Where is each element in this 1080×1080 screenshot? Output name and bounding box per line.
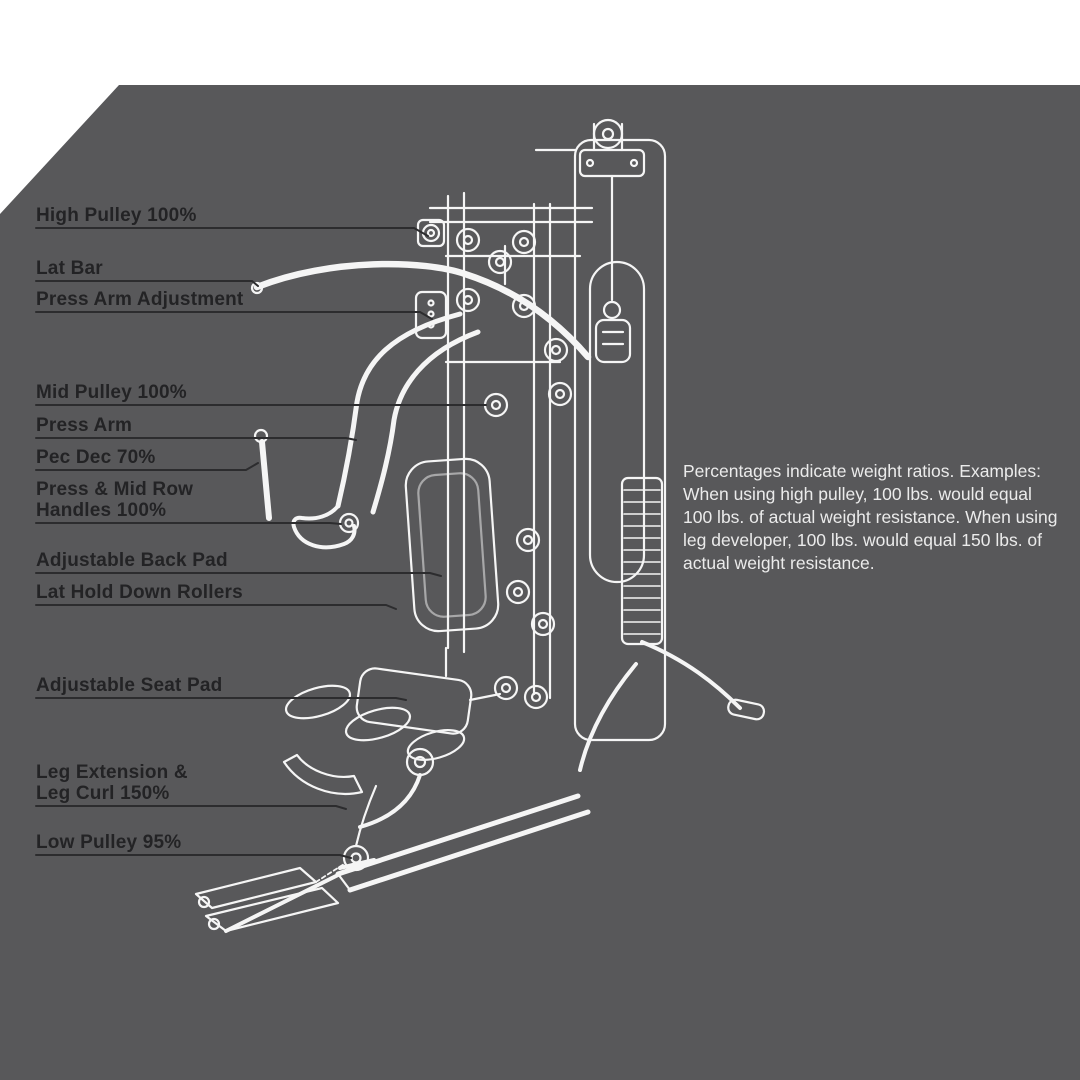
part-label-lat-bar: Lat Bar bbox=[36, 258, 103, 279]
part-label-adjustable-back-pad: Adjustable Back Pad bbox=[36, 550, 228, 571]
part-label-text: Press Arm Adjustment bbox=[36, 289, 244, 310]
leader-lines bbox=[35, 227, 487, 859]
part-label-text: Adjustable Back Pad bbox=[36, 550, 228, 571]
part-label-text: Leg Curl 150% bbox=[36, 783, 170, 804]
part-label-text: Press Arm bbox=[36, 415, 133, 436]
weight-ratio-note: Percentages indicate weight ratios. Exam… bbox=[683, 461, 1058, 574]
part-label-press-mid-row-handles: Press & Mid Row Handles 100% bbox=[36, 479, 193, 521]
part-label-lat-hold-down-rollers: Lat Hold Down Rollers bbox=[36, 582, 243, 603]
part-label-text: High Pulley 100% bbox=[36, 205, 197, 226]
part-label-text: Low Pulley 95% bbox=[36, 832, 182, 853]
part-label-mid-pulley: Mid Pulley 100% bbox=[36, 382, 187, 403]
part-label-low-pulley: Low Pulley 95% bbox=[36, 832, 181, 853]
part-label-text: Lat Hold Down Rollers bbox=[36, 582, 243, 603]
part-label-text: Pec Dec 70% bbox=[36, 447, 156, 468]
gym-machine-line-art bbox=[194, 118, 766, 933]
part-label-text: Adjustable Seat Pad bbox=[36, 675, 223, 696]
part-label-text: Leg Extension & bbox=[36, 762, 188, 783]
part-label-text: Mid Pulley 100% bbox=[36, 382, 187, 403]
part-label-press-arm: Press Arm bbox=[36, 415, 132, 436]
part-label-adjustable-seat-pad: Adjustable Seat Pad bbox=[36, 675, 222, 696]
part-label-text: Lat Bar bbox=[36, 258, 103, 279]
part-label-high-pulley: High Pulley 100% bbox=[36, 205, 197, 226]
part-label-press-arm-adjustment: Press Arm Adjustment bbox=[36, 289, 243, 310]
part-label-pec-dec: Pec Dec 70% bbox=[36, 447, 155, 468]
part-label-leg-extension-curl: Leg Extension & Leg Curl 150% bbox=[36, 762, 188, 804]
part-label-text: Press & Mid Row bbox=[36, 479, 194, 500]
part-label-text: Handles 100% bbox=[36, 500, 167, 521]
